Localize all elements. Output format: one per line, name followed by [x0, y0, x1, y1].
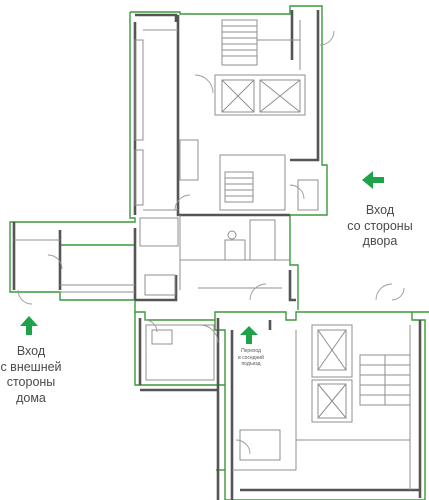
- interior-partitions: [14, 19, 411, 490]
- staircase-icon: [359, 354, 411, 406]
- street-entrance-label-line-1: Вход: [16, 344, 46, 358]
- transfer-label-line-1: Переход: [241, 348, 261, 354]
- transfer-arrow-icon: [240, 326, 258, 344]
- building-outline: [9, 5, 429, 500]
- transfer-label-line-2: в соседний: [238, 354, 264, 361]
- street-entrance-label-line-3: стороны: [6, 375, 56, 390]
- street-entrance-label-line-2: с внешней: [0, 359, 62, 374]
- yard-entrance-label-line-3: двора: [362, 234, 398, 249]
- yard-entrance-arrow-icon: [362, 171, 384, 189]
- yard-entrance-label-line-1: Вход: [365, 203, 395, 217]
- door-swing-icon: [17, 30, 405, 455]
- yard-entrance-label-line-2: со стороны: [347, 218, 413, 233]
- yard-entrance-label: Вход со стороны двора: [330, 203, 429, 250]
- street-entrance-label: Вход с внешней стороны дома: [0, 344, 62, 407]
- walls: [12, 10, 422, 500]
- street-entrance-label-line-4: дома: [16, 390, 46, 405]
- transfer-label-line-3: подъезд: [241, 361, 261, 367]
- transfer-label: Переход в соседний подъезд: [226, 348, 276, 368]
- staircase-icon: [221, 19, 258, 66]
- street-entrance-arrow-icon: [20, 316, 38, 335]
